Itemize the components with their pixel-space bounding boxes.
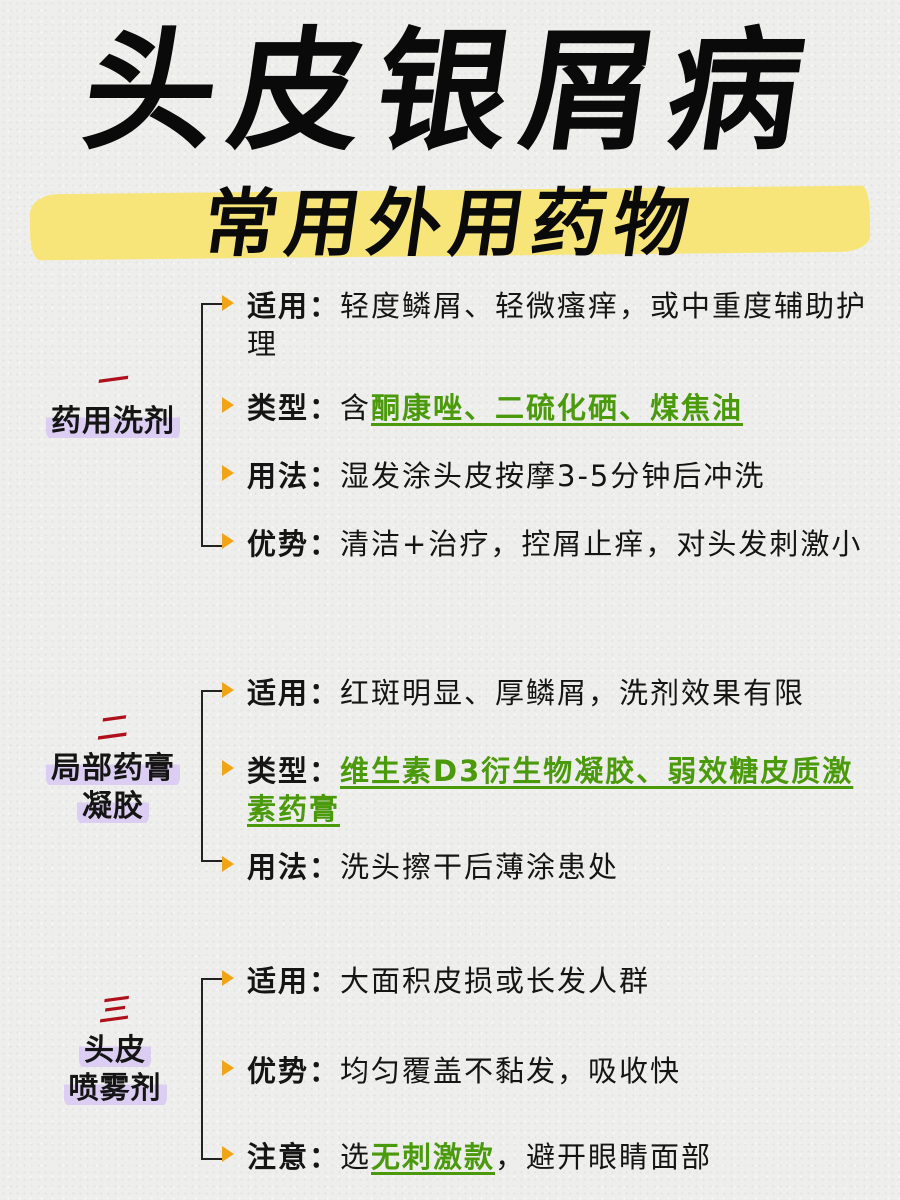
- list-item: 适用：红斑明显、厚鳞屑，洗剂效果有限: [222, 674, 882, 712]
- category-title: 药用洗剂: [46, 403, 180, 441]
- triangle-bullet-icon: [222, 970, 234, 986]
- category-title: 局部药膏: [46, 750, 180, 788]
- list-item: 类型：含酮康唑、二硫化硒、煤焦油: [222, 389, 882, 427]
- highlight-text: 维生素D3衍生物凝胶、弱效糖皮质激素药膏: [247, 754, 854, 826]
- category-label: 一 药用洗剂: [28, 362, 198, 441]
- list-item: 优势：清洁+治疗，控屑止痒，对头发刺激小: [222, 525, 882, 563]
- triangle-bullet-icon: [222, 856, 234, 872]
- list-item: 用法：湿发涂头皮按摩3-5分钟后冲洗: [222, 457, 882, 495]
- page-subtitle: 常用外用药物: [197, 181, 703, 267]
- page-title: 头皮银屑病: [74, 15, 826, 169]
- subtitle-banner: 常用外用药物: [29, 178, 871, 270]
- triangle-bullet-icon: [222, 682, 234, 698]
- category-title: 凝胶: [77, 788, 149, 826]
- triangle-bullet-icon: [222, 1060, 234, 1076]
- list-item: 适用：轻度鳞屑、轻微瘙痒，或中重度辅助护理: [222, 287, 882, 363]
- section-number: 三: [97, 991, 133, 1030]
- bracket-connector: [201, 690, 223, 862]
- category-label: 二 局部药膏 凝胶: [20, 709, 206, 826]
- triangle-bullet-icon: [222, 760, 234, 776]
- section-number: 一: [95, 362, 131, 401]
- bracket-connector: [201, 978, 223, 1160]
- list-item: 适用：大面积皮损或长发人群: [222, 962, 882, 1000]
- triangle-bullet-icon: [222, 465, 234, 481]
- triangle-bullet-icon: [222, 533, 234, 549]
- list-item: 注意：选无刺激款，避开眼睛面部: [222, 1138, 882, 1176]
- list-item: 类型：维生素D3衍生物凝胶、弱效糖皮质激素药膏: [222, 752, 882, 828]
- section-number: 二: [95, 709, 131, 748]
- category-title: 喷雾剂: [63, 1070, 167, 1108]
- category-title: 头皮: [79, 1032, 151, 1070]
- triangle-bullet-icon: [222, 397, 234, 413]
- triangle-bullet-icon: [222, 1146, 234, 1162]
- highlight-text: 酮康唑、二硫化硒、煤焦油: [371, 391, 744, 425]
- highlight-text: 无刺激款: [371, 1140, 496, 1174]
- triangle-bullet-icon: [222, 295, 234, 311]
- list-item: 用法：洗头擦干后薄涂患处: [222, 848, 882, 886]
- category-label: 三 头皮 喷雾剂: [30, 991, 200, 1108]
- list-item: 优势：均匀覆盖不黏发，吸收快: [222, 1052, 882, 1090]
- bracket-connector: [201, 303, 223, 547]
